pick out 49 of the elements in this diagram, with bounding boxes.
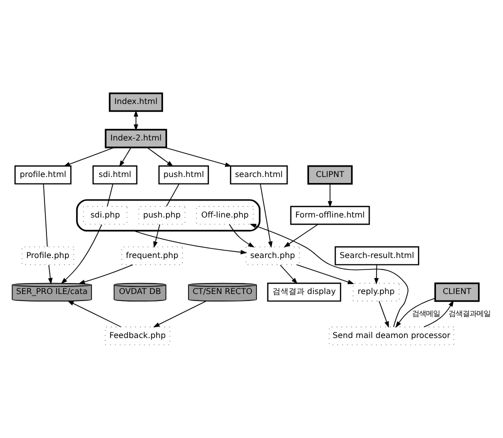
node-box: CLIENT <box>434 282 480 302</box>
node-box: Index.html <box>108 92 163 112</box>
arrow <box>228 224 254 248</box>
arrow <box>259 184 272 248</box>
node-box: Send mail deamon processor <box>328 326 454 346</box>
node-box: frequent.php <box>120 246 182 266</box>
arrow <box>118 147 131 168</box>
arrow <box>327 184 332 208</box>
arrow <box>374 264 378 284</box>
node-box: push.html <box>158 165 208 184</box>
node-box: Feedback.php <box>104 326 170 346</box>
arrow <box>378 300 388 328</box>
connector <box>106 184 113 207</box>
node-box: Index-2.html <box>104 128 167 148</box>
node-box: Search-result.html <box>334 246 419 266</box>
arrow <box>152 224 160 248</box>
edge-label: 검색결과메일 <box>448 308 490 318</box>
node-box: Off-line.php <box>196 206 254 225</box>
arrow <box>394 298 435 328</box>
node-box: push.php <box>138 206 185 225</box>
node-box: 검색결과 display <box>266 282 341 302</box>
arrow <box>164 147 232 167</box>
edge-label: 검색메일 <box>411 308 440 318</box>
arrow <box>132 230 247 254</box>
arrow <box>133 110 138 131</box>
connector <box>42 184 48 248</box>
arrow <box>249 224 408 328</box>
connector <box>166 184 179 207</box>
arrow <box>146 147 173 167</box>
arrow <box>62 147 114 166</box>
arrow <box>296 264 354 284</box>
arrow <box>423 300 454 328</box>
node-box: search.html <box>229 165 288 184</box>
arrow <box>66 300 121 328</box>
node-box: search.php <box>245 246 300 266</box>
arrow <box>283 224 318 248</box>
node-box: Profile.php <box>21 246 74 266</box>
node-box: sdi.html <box>92 165 137 184</box>
node-box: sdi.php <box>82 206 127 225</box>
arrow <box>279 264 298 284</box>
node-box: profile.html <box>14 165 71 184</box>
arrow <box>48 264 52 284</box>
node-box: reply.php <box>352 282 400 302</box>
node-box: Form-offline.html <box>290 206 370 225</box>
arrow <box>152 300 206 328</box>
cluster <box>76 199 260 232</box>
arrow <box>60 224 102 284</box>
arrow <box>78 264 133 284</box>
node-box: CLIPNT <box>306 165 352 185</box>
